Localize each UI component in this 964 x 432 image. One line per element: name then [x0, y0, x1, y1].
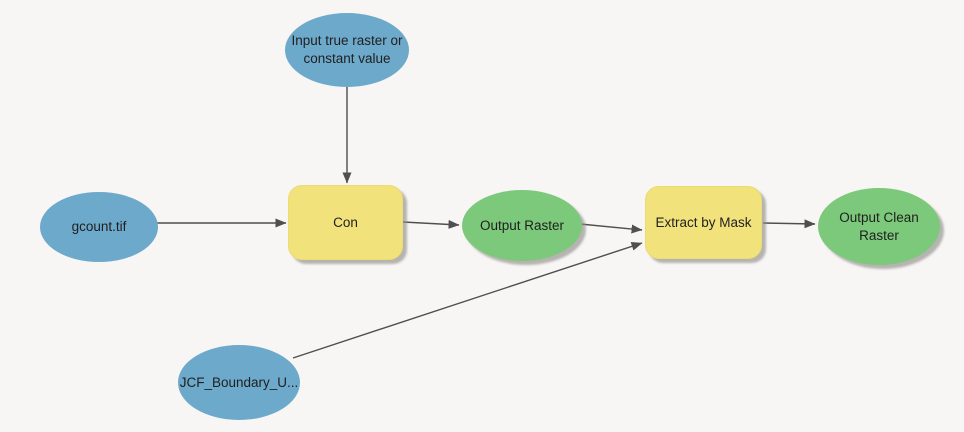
- connector-output-raster-to-extract-by-mask[interactable]: [579, 223, 643, 234]
- node-label: JCF_Boundary_U...: [179, 374, 299, 390]
- node-extract-by-mask-tool[interactable]: Extract by Mask: [645, 186, 762, 259]
- node-label: Con: [333, 214, 358, 230]
- node-label: Output Raster: [479, 217, 565, 233]
- node-label: gcount.tif: [71, 219, 127, 235]
- node-label: Extract by Mask: [655, 214, 752, 230]
- node-jcf-boundary[interactable]: JCF_Boundary_U...: [178, 345, 300, 420]
- node-label: Output Clean Raster: [839, 209, 919, 243]
- node-output-clean-raster[interactable]: Output Clean Raster: [818, 188, 940, 265]
- connector-extract-by-mask-to-output-clean-raster[interactable]: [762, 219, 816, 229]
- node-con-tool[interactable]: Con: [288, 185, 403, 260]
- node-label: Input true raster or constant value: [291, 33, 403, 66]
- connector-con-to-output-raster[interactable]: [402, 219, 460, 229]
- node-input-true-raster[interactable]: Input true raster or constant value: [285, 13, 409, 87]
- node-output-raster[interactable]: Output Raster: [462, 190, 582, 261]
- connector-jcf-boundary-to-extract-by-mask[interactable]: [292, 242, 643, 359]
- node-gcount-tif[interactable]: gcount.tif: [40, 192, 158, 262]
